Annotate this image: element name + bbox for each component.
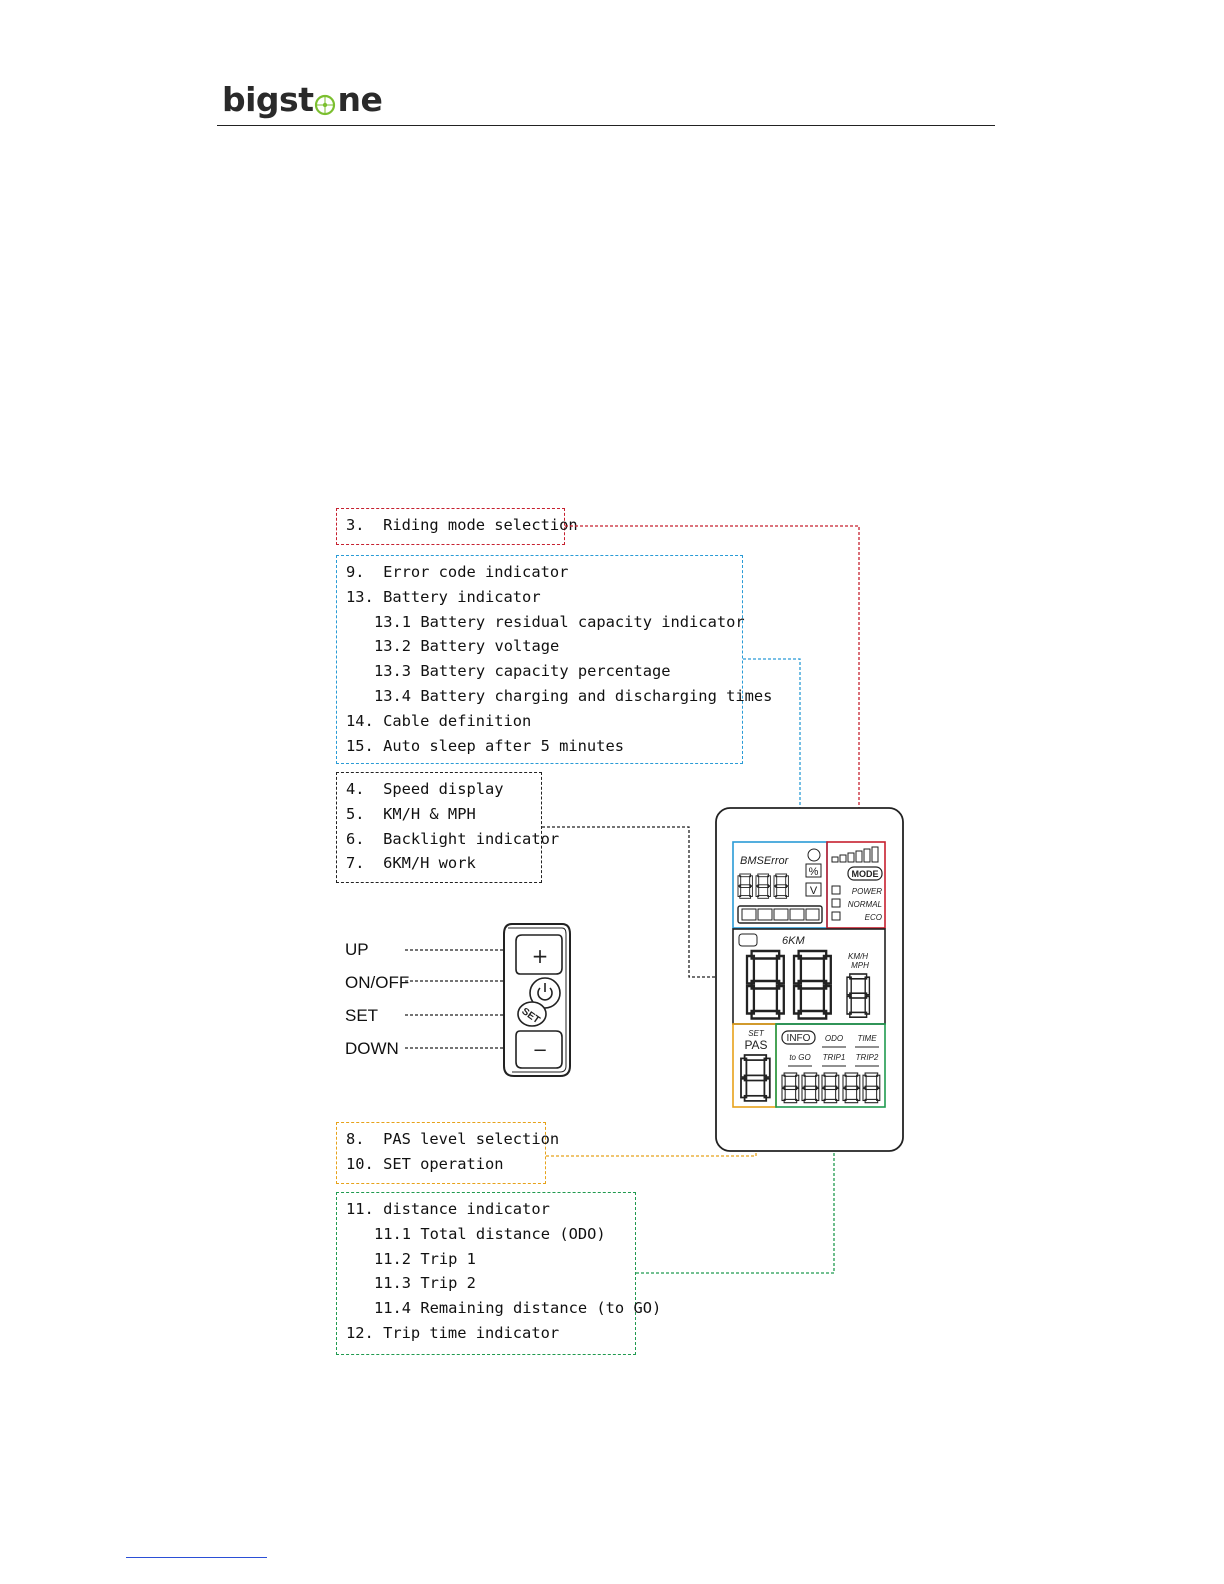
speed-leader: [542, 826, 733, 978]
mode-label: MODE: [852, 869, 879, 879]
callout-line: 13.4 Battery charging and discharging ti…: [374, 686, 773, 705]
backlight-icon: [738, 933, 758, 947]
battery-bar-icon: [737, 905, 823, 924]
callout-line: 11.2 Trip 1: [374, 1249, 476, 1268]
set-lcd-label: SET: [748, 1029, 765, 1038]
set-label: SET: [345, 1006, 379, 1025]
callout-line: 11. distance indicator: [346, 1200, 550, 1218]
distance-zone: [775, 1023, 886, 1108]
togo-label: to GO: [789, 1053, 810, 1062]
callout-line: 6. Backlight indicator: [346, 829, 560, 848]
callout-line: 8. PAS level selection: [346, 1130, 560, 1148]
callout-line: 13.1 Battery residual capacity indicator: [374, 612, 745, 631]
callout-line: 13.2 Battery voltage: [374, 637, 560, 656]
wheel-icon: [314, 94, 336, 116]
battery-callout: 9. Error code indicator 13. Battery indi…: [336, 555, 773, 764]
callout-line: 13. Battery indicator: [346, 587, 541, 606]
callout-line: 12. Trip time indicator: [346, 1323, 560, 1342]
remote-down-button[interactable]: [515, 1030, 563, 1069]
callout-line: 4. Speed display: [346, 780, 504, 798]
time-label: TIME: [857, 1034, 877, 1043]
callout-line: 14. Cable definition: [346, 711, 532, 730]
callout-line: 11.1 Total distance (ODO): [374, 1224, 606, 1243]
lcd-display: BMSError % V MODE POWER NORMAL ECO 6: [715, 807, 904, 1152]
header-rule: [217, 125, 995, 126]
pas-callout: 8. PAS level selection 10. SET operation: [336, 1122, 560, 1184]
callout-line: 11.3 Trip 2: [374, 1274, 476, 1293]
callout-line: 10. SET operation: [346, 1154, 504, 1173]
callout-line: 7. 6KM/H work: [346, 854, 476, 873]
odo-label: ODO: [825, 1034, 843, 1043]
callout-line: 11.4 Remaining distance (to GO): [374, 1299, 662, 1318]
logo-text-left: bigst: [222, 80, 314, 119]
pas-label: PAS: [744, 1038, 767, 1052]
callout-line: 9. Error code indicator: [346, 563, 569, 581]
distance-callout: 11. distance indicator 11.1 Total distan…: [336, 1192, 662, 1355]
callout-line: 3. Riding mode selection: [346, 516, 578, 534]
speed-callout: 4. Speed display 5. KM/H & MPH 6. Backli…: [336, 772, 560, 883]
walk-label: 6KM: [782, 935, 805, 947]
distance-leader: [636, 1107, 835, 1274]
riding-mode-callout: 3. Riding mode selection: [336, 508, 578, 545]
remote-up-button[interactable]: [515, 934, 563, 975]
clock-icon: [807, 848, 821, 862]
mph-label: MPH: [851, 961, 869, 970]
logo-text-right: ne: [337, 80, 383, 119]
power-label: POWER: [852, 887, 882, 896]
signal-bars-icon: [831, 846, 879, 863]
remote-power-button[interactable]: [529, 977, 561, 1009]
onoff-label: ON/OFF: [345, 973, 410, 992]
trip2-label: TRIP2: [856, 1053, 879, 1062]
eco-label: ECO: [865, 913, 882, 922]
down-label: DOWN: [345, 1039, 399, 1058]
percent-label: %: [809, 866, 819, 878]
remote-set-button[interactable]: [517, 1001, 547, 1027]
callout-line: 5. KM/H & MPH: [346, 804, 476, 823]
battery-leader: [743, 658, 801, 842]
info-label: INFO: [787, 1033, 811, 1044]
mode-leader: [565, 525, 860, 842]
trip1-label: TRIP1: [823, 1053, 846, 1062]
footer-link-underline[interactable]: [126, 1557, 267, 1558]
remote-minus-glyph: −: [532, 1040, 547, 1061]
bms-error-label: BMSError: [740, 855, 790, 867]
callout-line: 15. Auto sleep after 5 minutes: [346, 736, 624, 755]
volt-label: V: [810, 885, 818, 897]
mode-zone: [826, 841, 886, 929]
up-label: UP: [345, 940, 369, 959]
kmh-label: KM/H: [848, 952, 868, 961]
callout-line: 13.3 Battery capacity percentage: [374, 662, 671, 681]
normal-label: NORMAL: [848, 900, 882, 909]
remote-plus-glyph: +: [532, 944, 549, 968]
remote-control: + SET −: [503, 923, 571, 1077]
